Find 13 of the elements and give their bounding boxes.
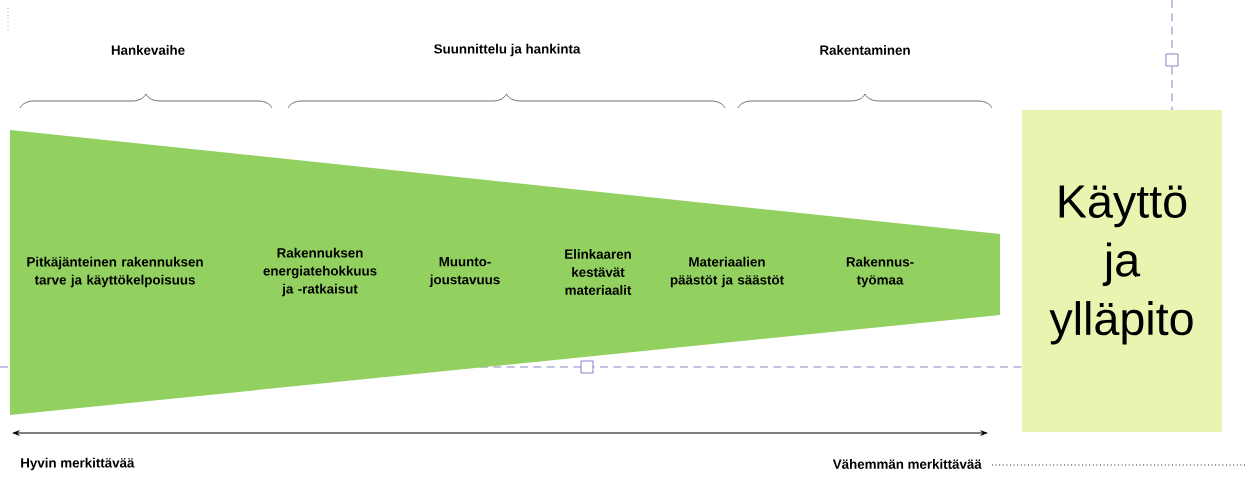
stage-text: Rakennus-työmaa xyxy=(846,256,914,288)
stage-text: Materiaalien päästöt ja säästöt xyxy=(670,256,784,288)
stage-text: Pitkäjänteinen rakennuksen tarve ja käyttökelpoisuus xyxy=(27,256,203,288)
scale-label: Vähemmän merkittävää xyxy=(832,459,982,469)
scale-label: Hyvin merkittävää xyxy=(21,457,135,471)
stage-text: Muunto-joustavuus xyxy=(429,257,500,287)
stage-text: Elinkaaren kestävät materiaalit xyxy=(565,249,632,295)
phase-heading: Rakentaminen xyxy=(820,45,910,55)
stage-box: Käyttö ja ylläpito xyxy=(1022,110,1222,432)
phase-heading: Hankevaihe xyxy=(111,45,185,55)
phase-heading: Suunnittelu ja hankinta xyxy=(434,43,581,57)
wedge-band xyxy=(10,130,1000,415)
stage-text: Rakennuksen energiatehokkuus ja -ratkaisut xyxy=(263,247,377,297)
